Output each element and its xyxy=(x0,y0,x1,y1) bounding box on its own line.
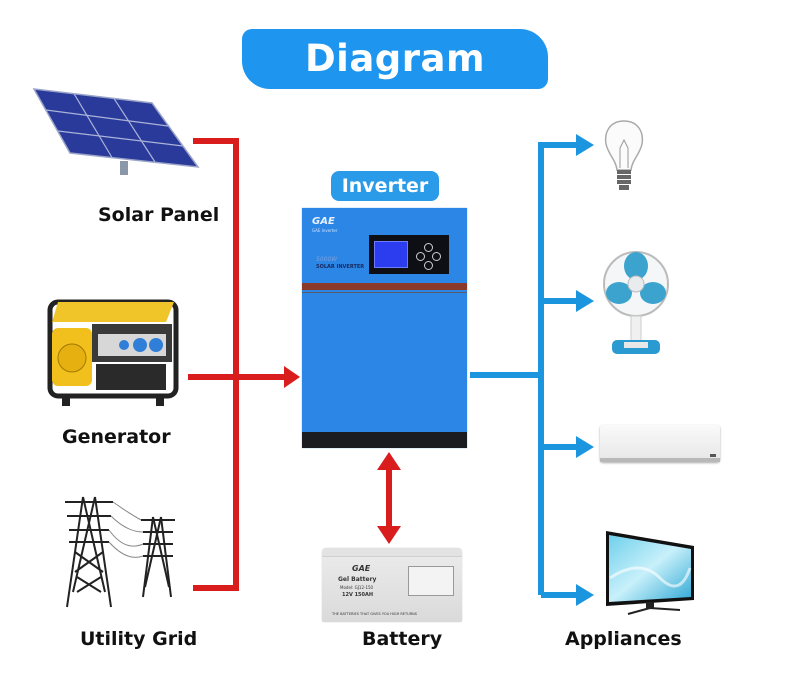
inverter-logo-sub: GAE Inverter xyxy=(312,228,338,233)
inverter-button-right xyxy=(432,252,441,261)
power-tower-icon xyxy=(65,496,175,608)
light-bulb-icon xyxy=(604,120,644,190)
arrow-to-ac xyxy=(576,436,594,458)
arrow-to-fan xyxy=(576,290,594,312)
utility-grid-label: Utility Grid xyxy=(80,628,198,650)
ac-vent xyxy=(600,458,720,462)
battery-icon: GAE Gel Battery Model: GJ12-150 12V 150A… xyxy=(322,548,462,622)
inverter-label: Inverter xyxy=(331,171,439,201)
inverter-brand: SOLAR INVERTER xyxy=(316,264,365,270)
inverter-model: 5000W xyxy=(316,256,338,263)
inverter-stripe xyxy=(302,283,467,290)
solar-panel-label: Solar Panel xyxy=(98,204,220,226)
television-icon xyxy=(606,531,694,615)
arrow-down-to-battery xyxy=(377,526,401,544)
battery-model: Model: GJ12-150 xyxy=(340,585,374,590)
generator-label: Generator xyxy=(62,426,171,448)
appliances-label: Appliances xyxy=(565,628,682,650)
air-conditioner-icon xyxy=(600,425,720,462)
inverter-button-left xyxy=(416,252,425,261)
battery-slogan: THE BATTERIES THAT GIVES YOU HIGH RETURN… xyxy=(332,612,417,616)
battery-rating: 12V 150AH xyxy=(342,592,374,598)
generator-icon xyxy=(47,299,179,406)
inverter-logo: GAE xyxy=(312,216,335,227)
arrow-up-to-inverter xyxy=(377,452,401,470)
solar-line xyxy=(193,138,239,591)
inverter-button-down xyxy=(424,261,433,270)
inverter-base xyxy=(302,432,467,448)
battery-lid xyxy=(322,548,462,557)
inverter-stripe-line xyxy=(302,292,467,293)
table-fan-icon xyxy=(603,251,669,354)
arrow-to-bulb xyxy=(576,134,594,156)
battery-sticker xyxy=(408,566,454,596)
battery-logo: GAE xyxy=(352,564,371,573)
inverter-control-panel xyxy=(369,235,449,274)
ac-indicator xyxy=(710,454,716,457)
arrow-to-tv xyxy=(576,584,594,606)
arrow-to-inverter xyxy=(284,366,300,388)
input-lines xyxy=(188,138,286,591)
inverter-device: GAE GAE Inverter 5000W SOLAR INVERTER xyxy=(302,208,467,448)
diagram-title: Diagram xyxy=(242,29,548,89)
battery-type: Gel Battery xyxy=(338,576,377,583)
battery-label: Battery xyxy=(362,628,443,650)
output-lines xyxy=(470,142,578,598)
solar-panel-icon xyxy=(32,88,200,175)
inverter-lcd-screen xyxy=(374,241,408,268)
inverter-button-up xyxy=(424,243,433,252)
